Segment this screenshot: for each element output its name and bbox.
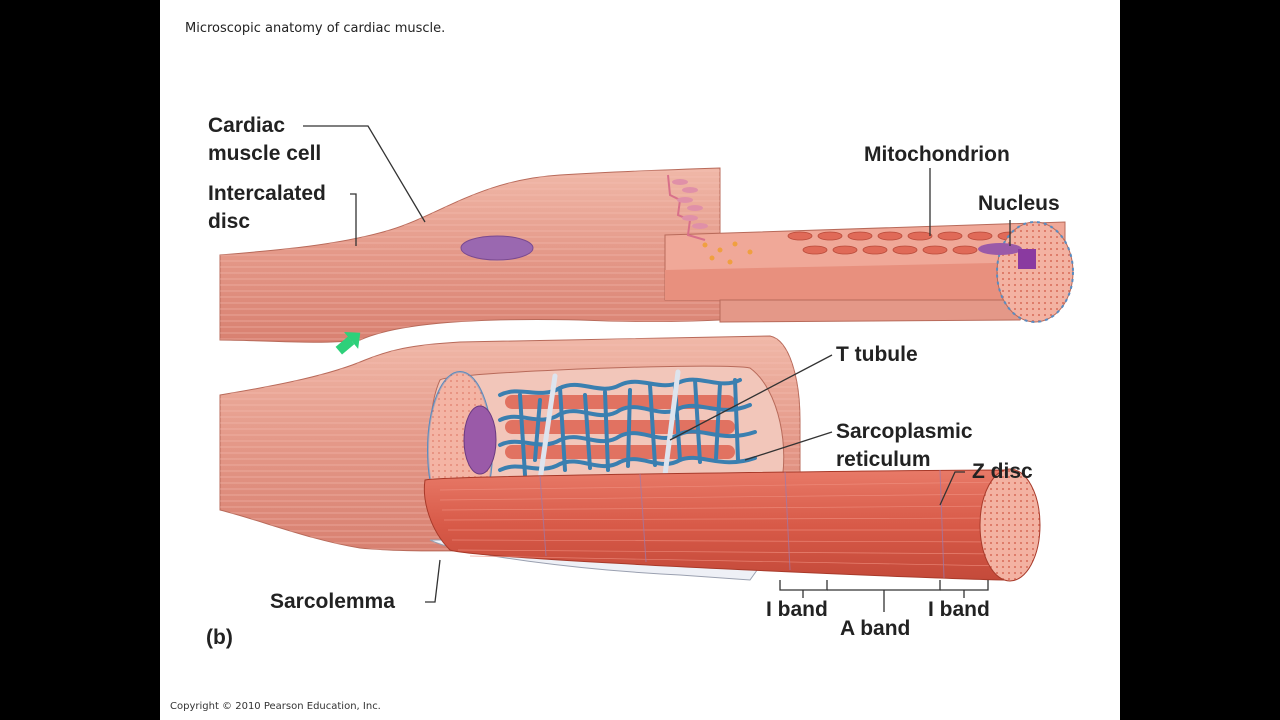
- label-intercalated-disc-line1: Intercalated: [208, 180, 326, 208]
- label-nucleus: Nucleus: [978, 190, 1060, 218]
- myofibril: [424, 469, 1040, 581]
- copyright: Copyright © 2010 Pearson Education, Inc.: [170, 701, 381, 712]
- label-cardiac-muscle-cell-line2: muscle cell: [208, 140, 321, 168]
- label-i-band-left: I band: [766, 596, 828, 624]
- label-sarcoplasmic-reticulum-line2: reticulum: [836, 446, 931, 474]
- label-mitochondrion: Mitochondrion: [864, 141, 1010, 169]
- slide: Microscopic anatomy of cardiac muscle.: [160, 0, 1120, 720]
- upper-nucleus: [461, 236, 533, 260]
- label-i-band-right: I band: [928, 596, 990, 624]
- label-sarcolemma: Sarcolemma: [270, 588, 395, 616]
- label-sarcoplasmic-reticulum-line1: Sarcoplasmic: [836, 418, 973, 446]
- label-intercalated-disc-line2: disc: [208, 208, 250, 236]
- label-t-tubule: T tubule: [836, 341, 918, 369]
- label-z-disc: Z disc: [972, 458, 1033, 486]
- panel-letter: (b): [206, 624, 233, 652]
- label-cardiac-muscle-cell-line1: Cardiac: [208, 112, 285, 140]
- label-a-band: A band: [840, 615, 910, 643]
